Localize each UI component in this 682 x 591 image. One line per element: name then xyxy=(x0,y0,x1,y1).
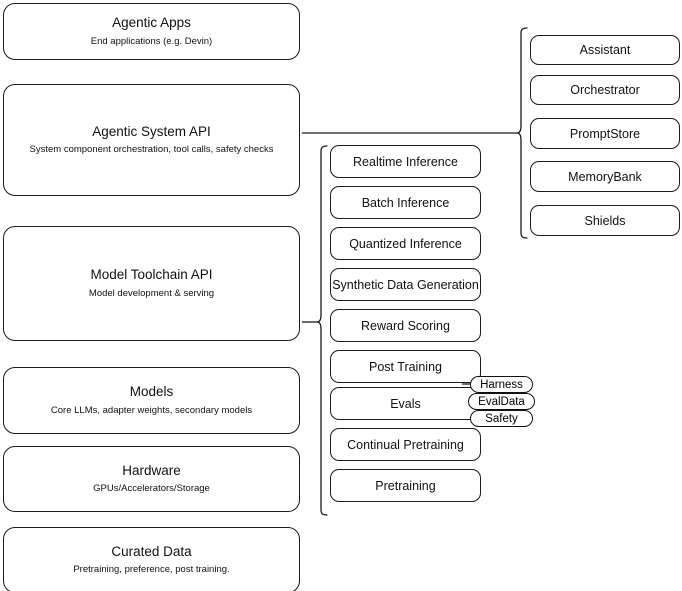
layer-subtitle: End applications (e.g. Devin) xyxy=(90,35,213,47)
agentic-column-bracket xyxy=(516,27,528,239)
toolchain-item-continual-pretraining[interactable]: Continual Pretraining xyxy=(330,428,481,461)
evals-tag-harness[interactable]: Harness xyxy=(470,376,533,393)
toolchain-item-batch-inference[interactable]: Batch Inference xyxy=(330,186,481,219)
toolchain-item-label: Post Training xyxy=(369,359,442,374)
toolchain-item-label: Pretraining xyxy=(375,478,436,493)
layer-title: Agentic System API xyxy=(92,123,211,139)
toolchain-item-label: Batch Inference xyxy=(361,195,450,210)
layer-agentic-apps[interactable]: Agentic Apps End applications (e.g. Devi… xyxy=(3,3,300,60)
agentic-item-memorybank[interactable]: MemoryBank xyxy=(530,161,680,192)
layer-model-toolchain-api[interactable]: Model Toolchain API Model development & … xyxy=(3,226,300,341)
toolchain-item-label: Synthetic Data Generation xyxy=(332,277,479,292)
layer-title: Model Toolchain API xyxy=(90,267,213,283)
evals-tag-evaldata[interactable]: EvalData xyxy=(468,393,535,410)
toolchain-item-pretraining[interactable]: Pretraining xyxy=(330,469,481,502)
agentic-item-label: Shields xyxy=(584,213,626,228)
agentic-item-label: Orchestrator xyxy=(570,83,640,97)
layer-subtitle: Pretraining, preference, post training. xyxy=(73,564,230,576)
toolchain-item-label: Continual Pretraining xyxy=(347,437,464,452)
toolchain-item-synthetic-data-generation[interactable]: Synthetic Data Generation xyxy=(330,268,481,301)
toolchain-item-realtime-inference[interactable]: Realtime Inference xyxy=(330,145,481,178)
layer-hardware[interactable]: Hardware GPUs/Accelerators/Storage xyxy=(3,446,300,512)
toolchain-item-label: Quantized Inference xyxy=(349,236,462,251)
layer-title: Hardware xyxy=(122,462,181,478)
toolchain-column-bracket xyxy=(316,145,328,516)
layer-title: Agentic Apps xyxy=(112,15,191,31)
layer-title: Curated Data xyxy=(111,543,192,559)
layer-title: Models xyxy=(129,384,174,400)
layer-agentic-system-api[interactable]: Agentic System API System component orch… xyxy=(3,84,300,196)
evals-tag-label: EvalData xyxy=(478,395,525,408)
layer-subtitle: System component orchestration, tool cal… xyxy=(29,144,274,156)
toolchain-item-reward-scoring[interactable]: Reward Scoring xyxy=(330,309,481,342)
toolchain-item-label: Evals xyxy=(390,396,421,411)
toolchain-item-label: Realtime Inference xyxy=(353,154,458,169)
agentic-item-label: Assistant xyxy=(579,43,631,57)
layer-subtitle: GPUs/Accelerators/Storage xyxy=(93,483,210,495)
agentic-item-label: PromptStore xyxy=(569,126,641,141)
layer-curated-data[interactable]: Curated Data Pretraining, preference, po… xyxy=(3,527,300,591)
layer-models[interactable]: Models Core LLMs, adapter weights, secon… xyxy=(3,367,300,434)
agentic-item-orchestrator[interactable]: Orchestrator xyxy=(530,75,680,105)
layer-subtitle: Model development & serving xyxy=(88,287,215,299)
agentic-item-label: MemoryBank xyxy=(568,169,642,184)
evals-tag-label: Safety xyxy=(485,412,518,425)
agentic-item-promptstore[interactable]: PromptStore xyxy=(530,118,680,149)
evals-tag-label: Harness xyxy=(480,378,523,391)
toolchain-item-label: Reward Scoring xyxy=(361,318,450,333)
agentic-item-assistant[interactable]: Assistant xyxy=(530,35,680,65)
evals-tag-safety[interactable]: Safety xyxy=(470,410,533,427)
toolchain-item-quantized-inference[interactable]: Quantized Inference xyxy=(330,227,481,260)
toolchain-item-evals[interactable]: Evals xyxy=(330,387,481,420)
layer-subtitle: Core LLMs, adapter weights, secondary mo… xyxy=(50,404,253,416)
agentic-item-shields[interactable]: Shields xyxy=(530,205,680,236)
toolchain-item-post-training[interactable]: Post Training xyxy=(330,350,481,383)
